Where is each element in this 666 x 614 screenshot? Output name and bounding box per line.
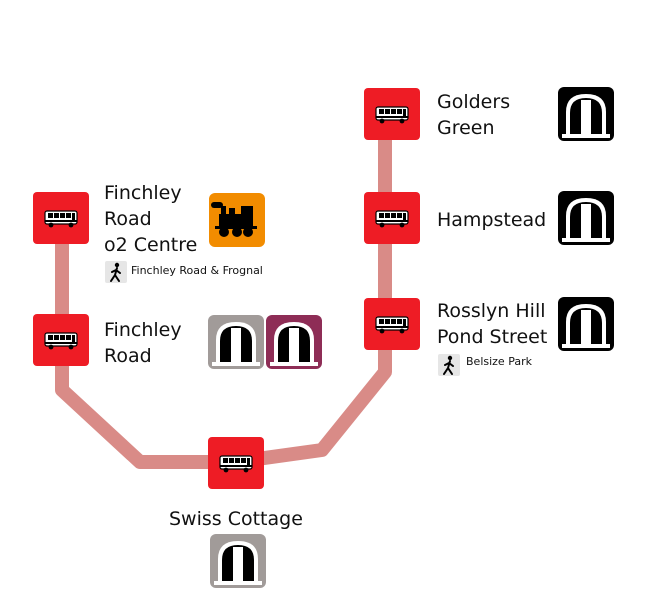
- stop-label-rosslyn-hill: Rosslyn Hill Pond Street: [437, 300, 548, 348]
- bus-stop-swiss-cottage[interactable]: [208, 437, 264, 489]
- bus-stop-finchley-road-o2[interactable]: [33, 192, 89, 244]
- walk-icon: [105, 261, 127, 283]
- steam-train-icon: [209, 193, 265, 247]
- underground-icon: [558, 87, 614, 141]
- jubilee-underground-icon: [210, 534, 266, 588]
- walk-label-belsize-park: Belsize Park: [466, 355, 532, 368]
- underground-icon: [558, 191, 614, 245]
- underground-icon: [558, 297, 614, 351]
- bus-stop-rosslyn-hill[interactable]: [364, 298, 420, 350]
- metropolitan-underground-icon: [266, 315, 322, 369]
- stop-label-hampstead: Hampstead: [437, 209, 547, 231]
- stop-label-finchley-road: Finchley Road: [104, 319, 182, 367]
- stop-label-swiss-cottage: Swiss Cottage: [169, 508, 303, 530]
- bus-stop-hampstead[interactable]: [364, 192, 420, 244]
- jubilee-underground-icon: [208, 315, 264, 369]
- route-line: [55, 109, 392, 469]
- bus-stop-finchley-road[interactable]: [33, 314, 89, 366]
- stop-label-finchley-road-o2: Finchley Road o2 Centre: [104, 182, 198, 256]
- walk-label-finchley-road-frognal: Finchley Road & Frognal: [131, 264, 263, 277]
- bus-stop-golders-green[interactable]: [364, 88, 420, 140]
- walk-icon: [438, 354, 460, 376]
- stop-label-golders-green: Golders Green: [437, 91, 511, 139]
